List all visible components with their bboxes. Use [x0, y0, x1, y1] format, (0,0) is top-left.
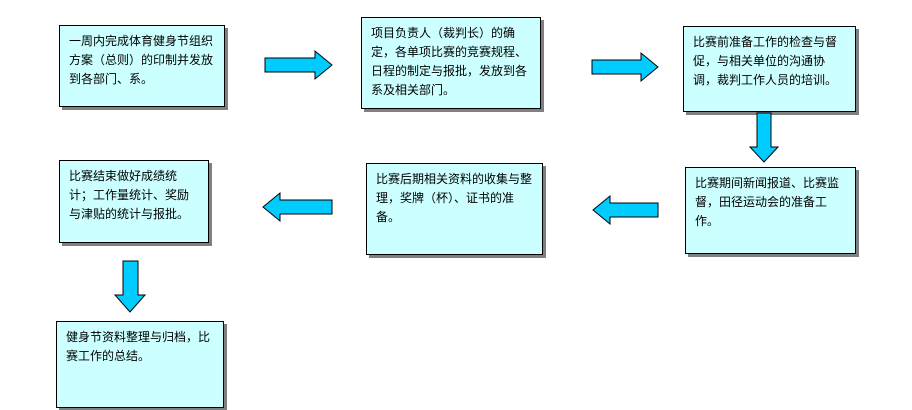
flow-step-1: 一周内完成体育健身节组织方案（总则）的印制并发放到各部门、系。: [59, 25, 225, 107]
arrow-left-icon: [592, 194, 659, 226]
flow-step-2-text: 项目负责人（裁判长）的确定，各单项比赛的竞赛规程、日程的制定与报批，发放到各系及…: [371, 26, 528, 97]
arrow-right-icon: [591, 51, 659, 83]
flow-step-5-text: 比赛后期相关资料的收集与整理，奖牌（杯）、证书的准备。: [376, 172, 533, 224]
arrow-down-icon: [113, 260, 147, 313]
flow-step-3: 比赛前准备工作的检查与督促，与相关单位的沟通协调，裁判工作人员的培训。: [683, 26, 856, 112]
arrow-down-icon: [748, 112, 780, 163]
arrow-left-icon: [262, 191, 333, 223]
flow-step-4-text: 比赛期间新闻报道、比赛监督，田径运动会的准备工作。: [695, 176, 840, 228]
flow-step-2: 项目负责人（裁判长）的确定，各单项比赛的竞赛规程、日程的制定与报批，发放到各系及…: [361, 17, 541, 109]
flow-step-6-text: 比赛结束做好成绩统计；工作量统计、奖励与津贴的统计与报批。: [69, 169, 190, 221]
flow-step-7: 健身节资料整理与归档，比赛工作的总结。: [56, 321, 224, 408]
flow-step-3-text: 比赛前准备工作的检查与督促，与相关单位的沟通协调，裁判工作人员的培训。: [693, 35, 838, 87]
flow-step-7-text: 健身节资料整理与归档，比赛工作的总结。: [66, 330, 211, 363]
flow-step-6: 比赛结束做好成绩统计；工作量统计、奖励与津贴的统计与报批。: [59, 160, 209, 243]
flow-step-1-text: 一周内完成体育健身节组织方案（总则）的印制并发放到各部门、系。: [69, 34, 214, 86]
flow-step-5: 比赛后期相关资料的收集与整理，奖牌（杯）、证书的准备。: [366, 163, 543, 255]
arrow-right-icon: [264, 49, 333, 81]
flow-step-4: 比赛期间新闻报道、比赛监督，田径运动会的准备工作。: [685, 167, 856, 254]
